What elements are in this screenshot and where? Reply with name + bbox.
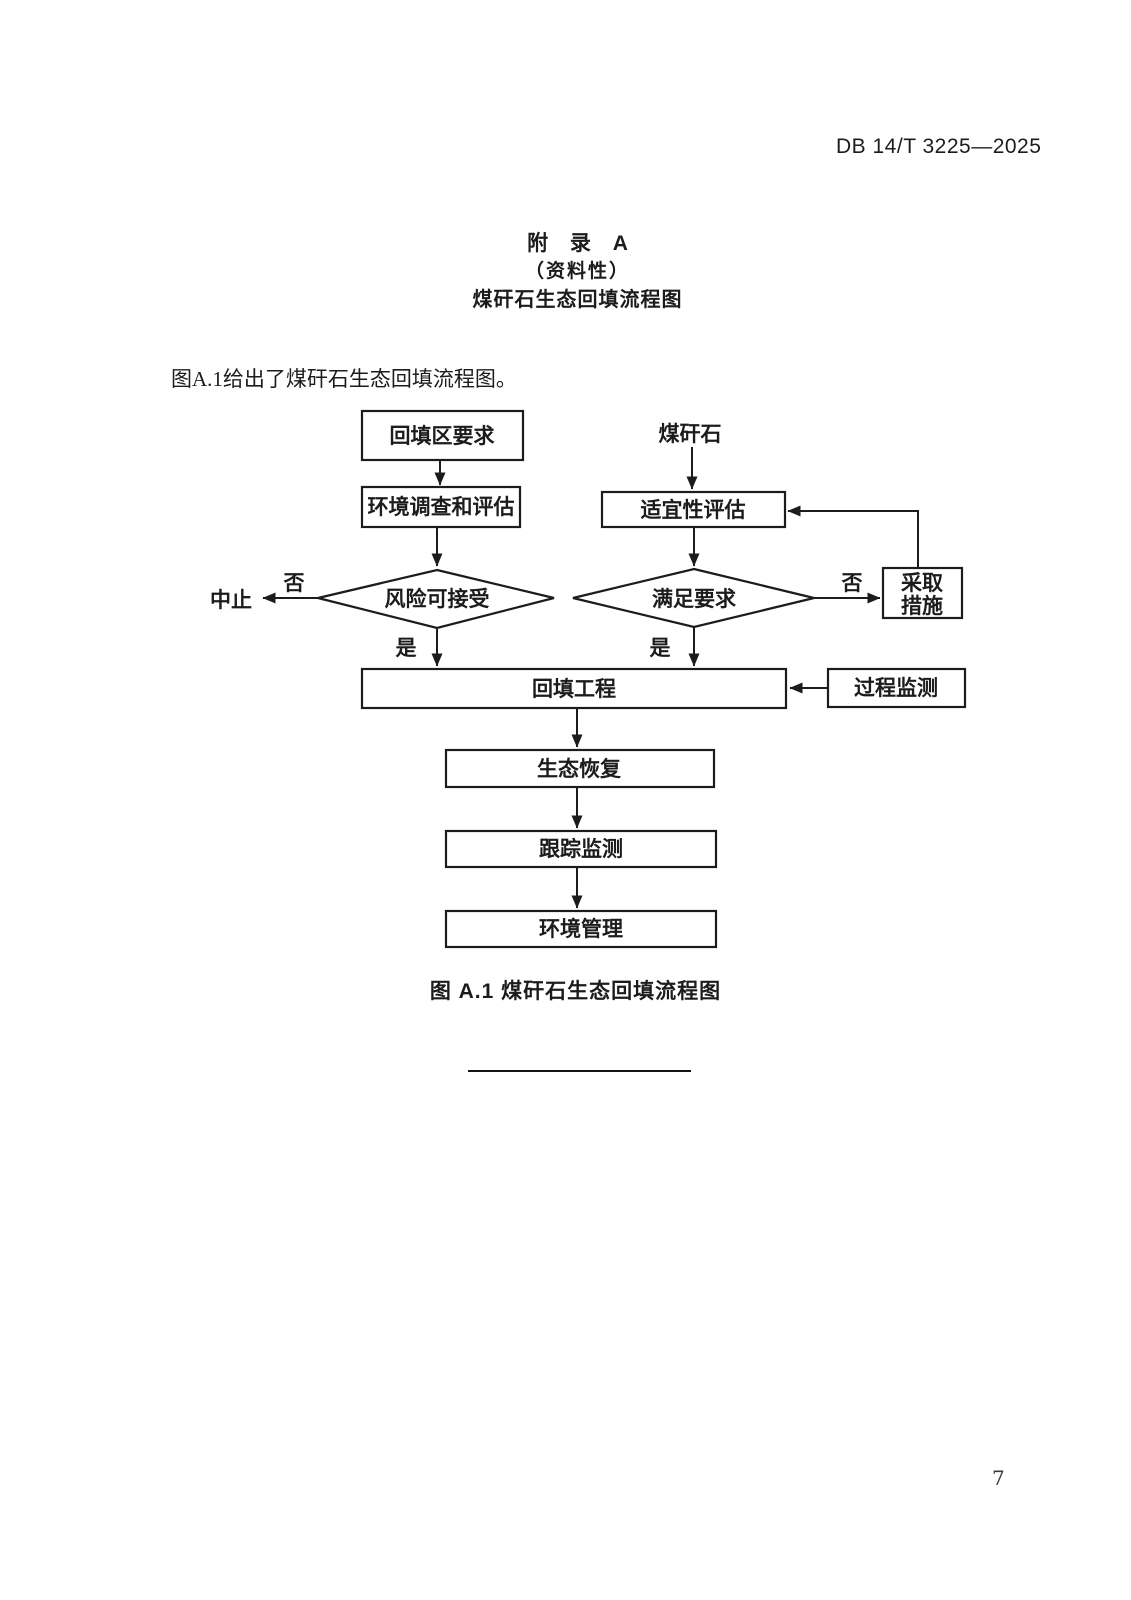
node-process-monitoring-label: 过程监测 <box>854 676 938 700</box>
node-ecological-restoration: 生态恢复 <box>444 748 716 789</box>
page-number: 7 <box>992 1466 1005 1490</box>
node-tracking-monitoring-label: 跟踪监测 <box>539 837 623 861</box>
arrow-measures-to-suitability <box>787 505 919 568</box>
node-take-measures-label-line1: 采取 <box>901 572 943 595</box>
node-backfill-area-requirements: 回填区要求 <box>360 409 525 462</box>
end-of-text-divider <box>468 1070 691 1072</box>
label-meet-yes: 是 <box>650 637 671 660</box>
node-tracking-monitoring: 跟踪监测 <box>444 829 718 869</box>
node-environment-management: 环境管理 <box>444 909 718 949</box>
node-environment-survey-evaluation: 环境调查和评估 <box>360 485 522 529</box>
node-coal-gangue: 煤矸石 <box>659 422 722 446</box>
node-environment-survey-evaluation-label: 环境调查和评估 <box>368 495 515 519</box>
node-suitability-evaluation-label: 适宜性评估 <box>641 498 746 522</box>
appendix-label: 附 录 A <box>527 232 628 255</box>
decision-risk-acceptable-label: 风险可接受 <box>385 587 490 611</box>
figure-caption: 图 A.1 煤矸石生态回填流程图 <box>429 980 722 1003</box>
node-environment-management-label: 环境管理 <box>539 917 623 941</box>
node-backfill-engineering: 回填工程 <box>360 667 788 710</box>
decision-meets-requirements: 满足要求 <box>572 567 815 629</box>
appendix-title: 煤矸石生态回填流程图 <box>472 289 683 311</box>
node-backfill-engineering-label: 回填工程 <box>532 678 616 701</box>
node-terminate-label: 中止 <box>210 589 252 612</box>
label-meet-no: 否 <box>842 572 863 595</box>
appendix-type-note: （资料性） <box>524 261 630 282</box>
node-terminate: 中止 <box>210 589 252 612</box>
node-process-monitoring: 过程监测 <box>826 667 967 709</box>
node-backfill-area-requirements-label: 回填区要求 <box>390 425 495 448</box>
intro-paragraph: 图A.1给出了煤矸石生态回填流程图。 <box>171 367 517 391</box>
decision-meets-requirements-label: 满足要求 <box>652 587 736 611</box>
node-ecological-restoration-label: 生态恢复 <box>537 757 622 781</box>
flowchart: 回填区要求 煤矸石 环境调查和评估 适宜性评估 风险可接受 满足要求 中止 否 … <box>210 409 967 949</box>
decision-risk-acceptable: 风险可接受 <box>317 568 555 630</box>
label-risk-yes: 是 <box>396 637 417 660</box>
flow-connectors <box>262 447 919 909</box>
branch-labels: 否 是 否 是 <box>284 572 863 660</box>
label-risk-no: 否 <box>284 572 305 595</box>
appendix-heading: 附 录 A （资料性） 煤矸石生态回填流程图 <box>12 231 1131 315</box>
node-suitability-evaluation: 适宜性评估 <box>600 490 787 529</box>
node-take-measures-label-line2: 措施 <box>901 594 943 618</box>
node-coal-gangue-label: 煤矸石 <box>659 422 722 446</box>
node-take-measures: 采取 措施 <box>881 566 964 620</box>
doc-number: DB 14/T 3225—2025 <box>836 135 1042 158</box>
